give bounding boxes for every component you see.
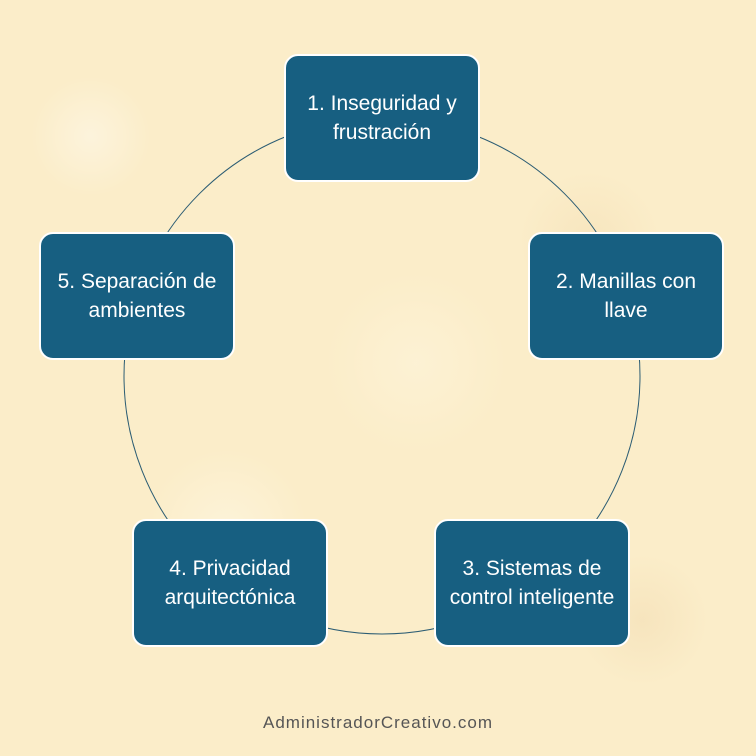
cycle-node-3: 3. Sistemas de control inteligente <box>434 519 630 647</box>
cycle-node-1: 1. Inseguridad y frustración <box>284 54 480 182</box>
watermark-text: AdministradorCreativo.com <box>262 713 493 732</box>
cycle-node-3-label: 3. Sistemas de control inteligente <box>449 557 615 609</box>
cycle-node-1-label: 1. Inseguridad y frustración <box>307 92 457 144</box>
cycle-node-2: 2. Manillas con llave <box>528 232 724 360</box>
cycle-node-5: 5. Separación de ambientes <box>39 232 235 360</box>
cycle-node-4: 4. Privacidad arquitectónica <box>132 519 328 647</box>
cycle-node-5-label: 5. Separación de ambientes <box>57 270 217 322</box>
cycle-node-2-label: 2. Manillas con llave <box>555 270 697 322</box>
cycle-node-4-label: 4. Privacidad arquitectónica <box>164 557 296 609</box>
